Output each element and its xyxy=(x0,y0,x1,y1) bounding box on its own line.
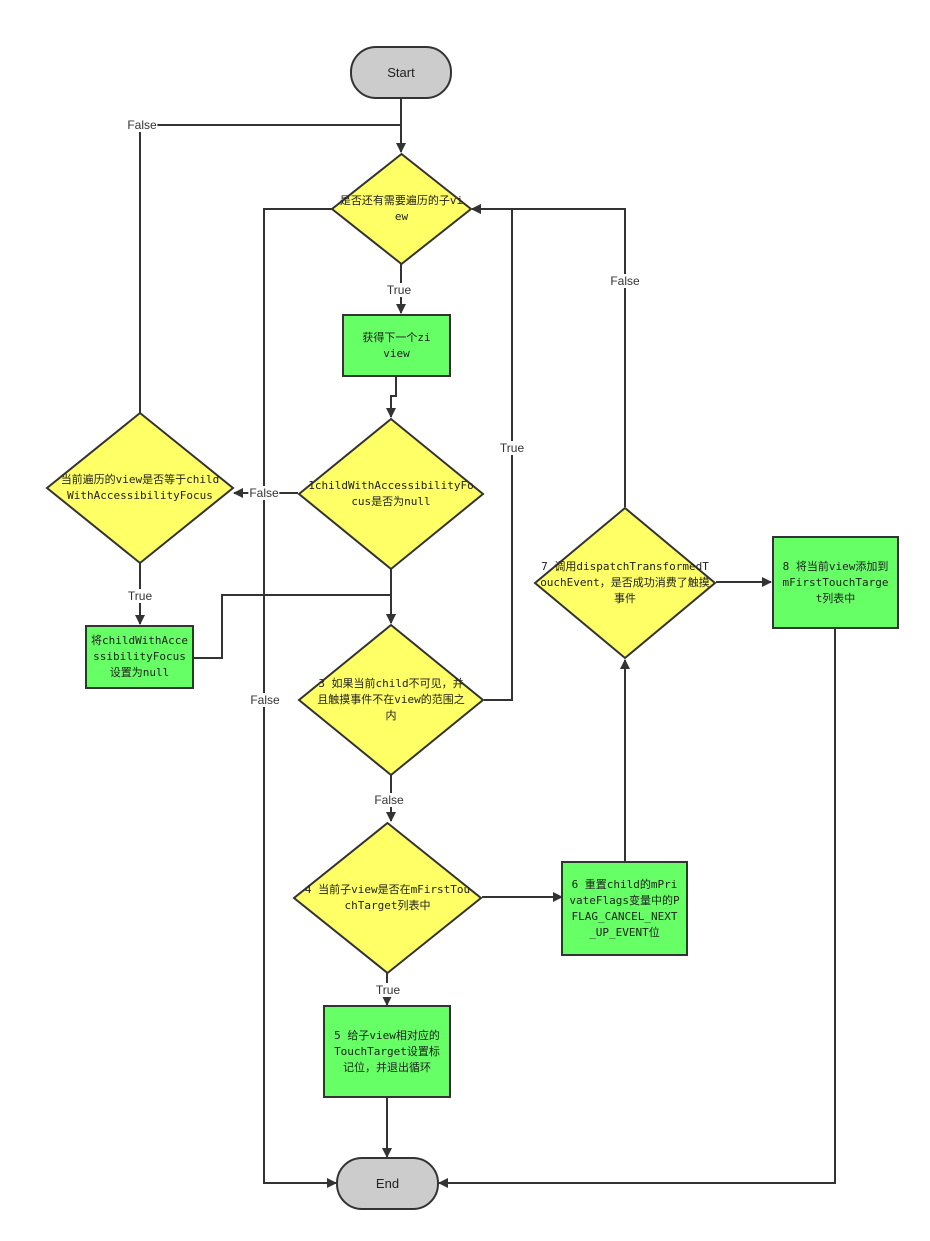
decision-label: 1childWithAccessibilityFocus是否为null xyxy=(308,479,474,508)
start-shape xyxy=(350,46,452,99)
process-label: 5 给子view相对应的TouchTarget设置标记位，并退出循环 xyxy=(334,1028,440,1074)
diamond-shape xyxy=(297,417,485,571)
decision-has-more-children: 是否还有需要遍历的子view xyxy=(330,152,473,266)
process-shape xyxy=(772,536,899,629)
process-shape xyxy=(561,861,688,956)
edge-next-to-focus-check xyxy=(386,376,397,418)
edge-label-false: False xyxy=(248,486,280,500)
process-set-focus-null: 将childWithAccessibilityFocus设置为null xyxy=(85,625,194,689)
edge-label-true: True xyxy=(498,441,526,455)
edge-label-false: False xyxy=(373,793,405,807)
decision-label: 4 当前子view是否在mFirstTouchTarget列表中 xyxy=(304,883,471,912)
process-add-target: 8 将当前view添加到mFirstTouchTarget列表中 xyxy=(772,536,899,629)
start-terminal: Start xyxy=(350,46,452,99)
process-label: 8 将当前view添加到mFirstTouchTarget列表中 xyxy=(782,559,889,605)
edge-label-false: False xyxy=(609,274,641,288)
process-shape xyxy=(342,314,451,377)
diamond-shape xyxy=(533,506,717,660)
process-label: 获得下一个ziview xyxy=(362,330,431,360)
process-shape xyxy=(85,625,194,689)
diamond-shape xyxy=(330,152,473,266)
diamond-shape xyxy=(292,821,483,975)
decision-label: 3 如果当前child不可见，并且触摸事件不在view的范围之内 xyxy=(317,677,465,722)
decision-label: 7 调用dispatchTransformedTouchEvent，是否成功消费… xyxy=(540,560,710,605)
process-label: 将childWithAccessibilityFocus设置为null xyxy=(90,634,189,679)
end-shape xyxy=(336,1157,439,1210)
decision-label: 是否还有需要遍历的子view xyxy=(339,194,464,223)
diamond-shape xyxy=(297,623,485,777)
process-reset-flags: 6 重置child的mPrivateFlags变量中的PFLAG_CANCEL_… xyxy=(561,861,688,956)
decision-in-touch-target: 4 当前子view是否在mFirstTouchTarget列表中 xyxy=(292,821,483,975)
edge-label-false: False xyxy=(249,693,281,707)
process-get-next-child: 获得下一个ziview xyxy=(342,314,451,377)
process-set-touch-flag: 5 给子view相对应的TouchTarget设置标记位，并退出循环 xyxy=(323,1005,451,1098)
edge-label-true: True xyxy=(374,983,402,997)
edge-dispatch-false-to-loop xyxy=(471,204,626,507)
start-label: Start xyxy=(387,64,415,80)
end-label: End xyxy=(375,1175,400,1191)
process-label: 6 重置child的mPrivateFlags变量中的PFLAG_CANCEL_… xyxy=(569,877,680,939)
decision-is-focus-view: 当前遍历的view是否等于childWithAccessibilityFocus xyxy=(45,411,235,565)
edge-add-to-end xyxy=(438,629,836,1188)
edge-label-true: True xyxy=(126,589,154,603)
process-shape xyxy=(323,1005,451,1098)
decision-child-invisible: 3 如果当前child不可见，并且触摸事件不在view的范围之内 xyxy=(297,623,485,777)
edge-label-true: True xyxy=(385,283,413,297)
end-terminal: End xyxy=(336,1157,439,1210)
diamond-shape xyxy=(45,411,235,565)
decision-label: 当前遍历的view是否等于childWithAccessibilityFocus xyxy=(60,473,220,502)
decision-focus-is-null: 1childWithAccessibilityFocus是否为null xyxy=(297,417,485,571)
decision-dispatch: 7 调用dispatchTransformedTouchEvent，是否成功消费… xyxy=(533,506,717,660)
edge-label-false: False xyxy=(126,118,158,132)
